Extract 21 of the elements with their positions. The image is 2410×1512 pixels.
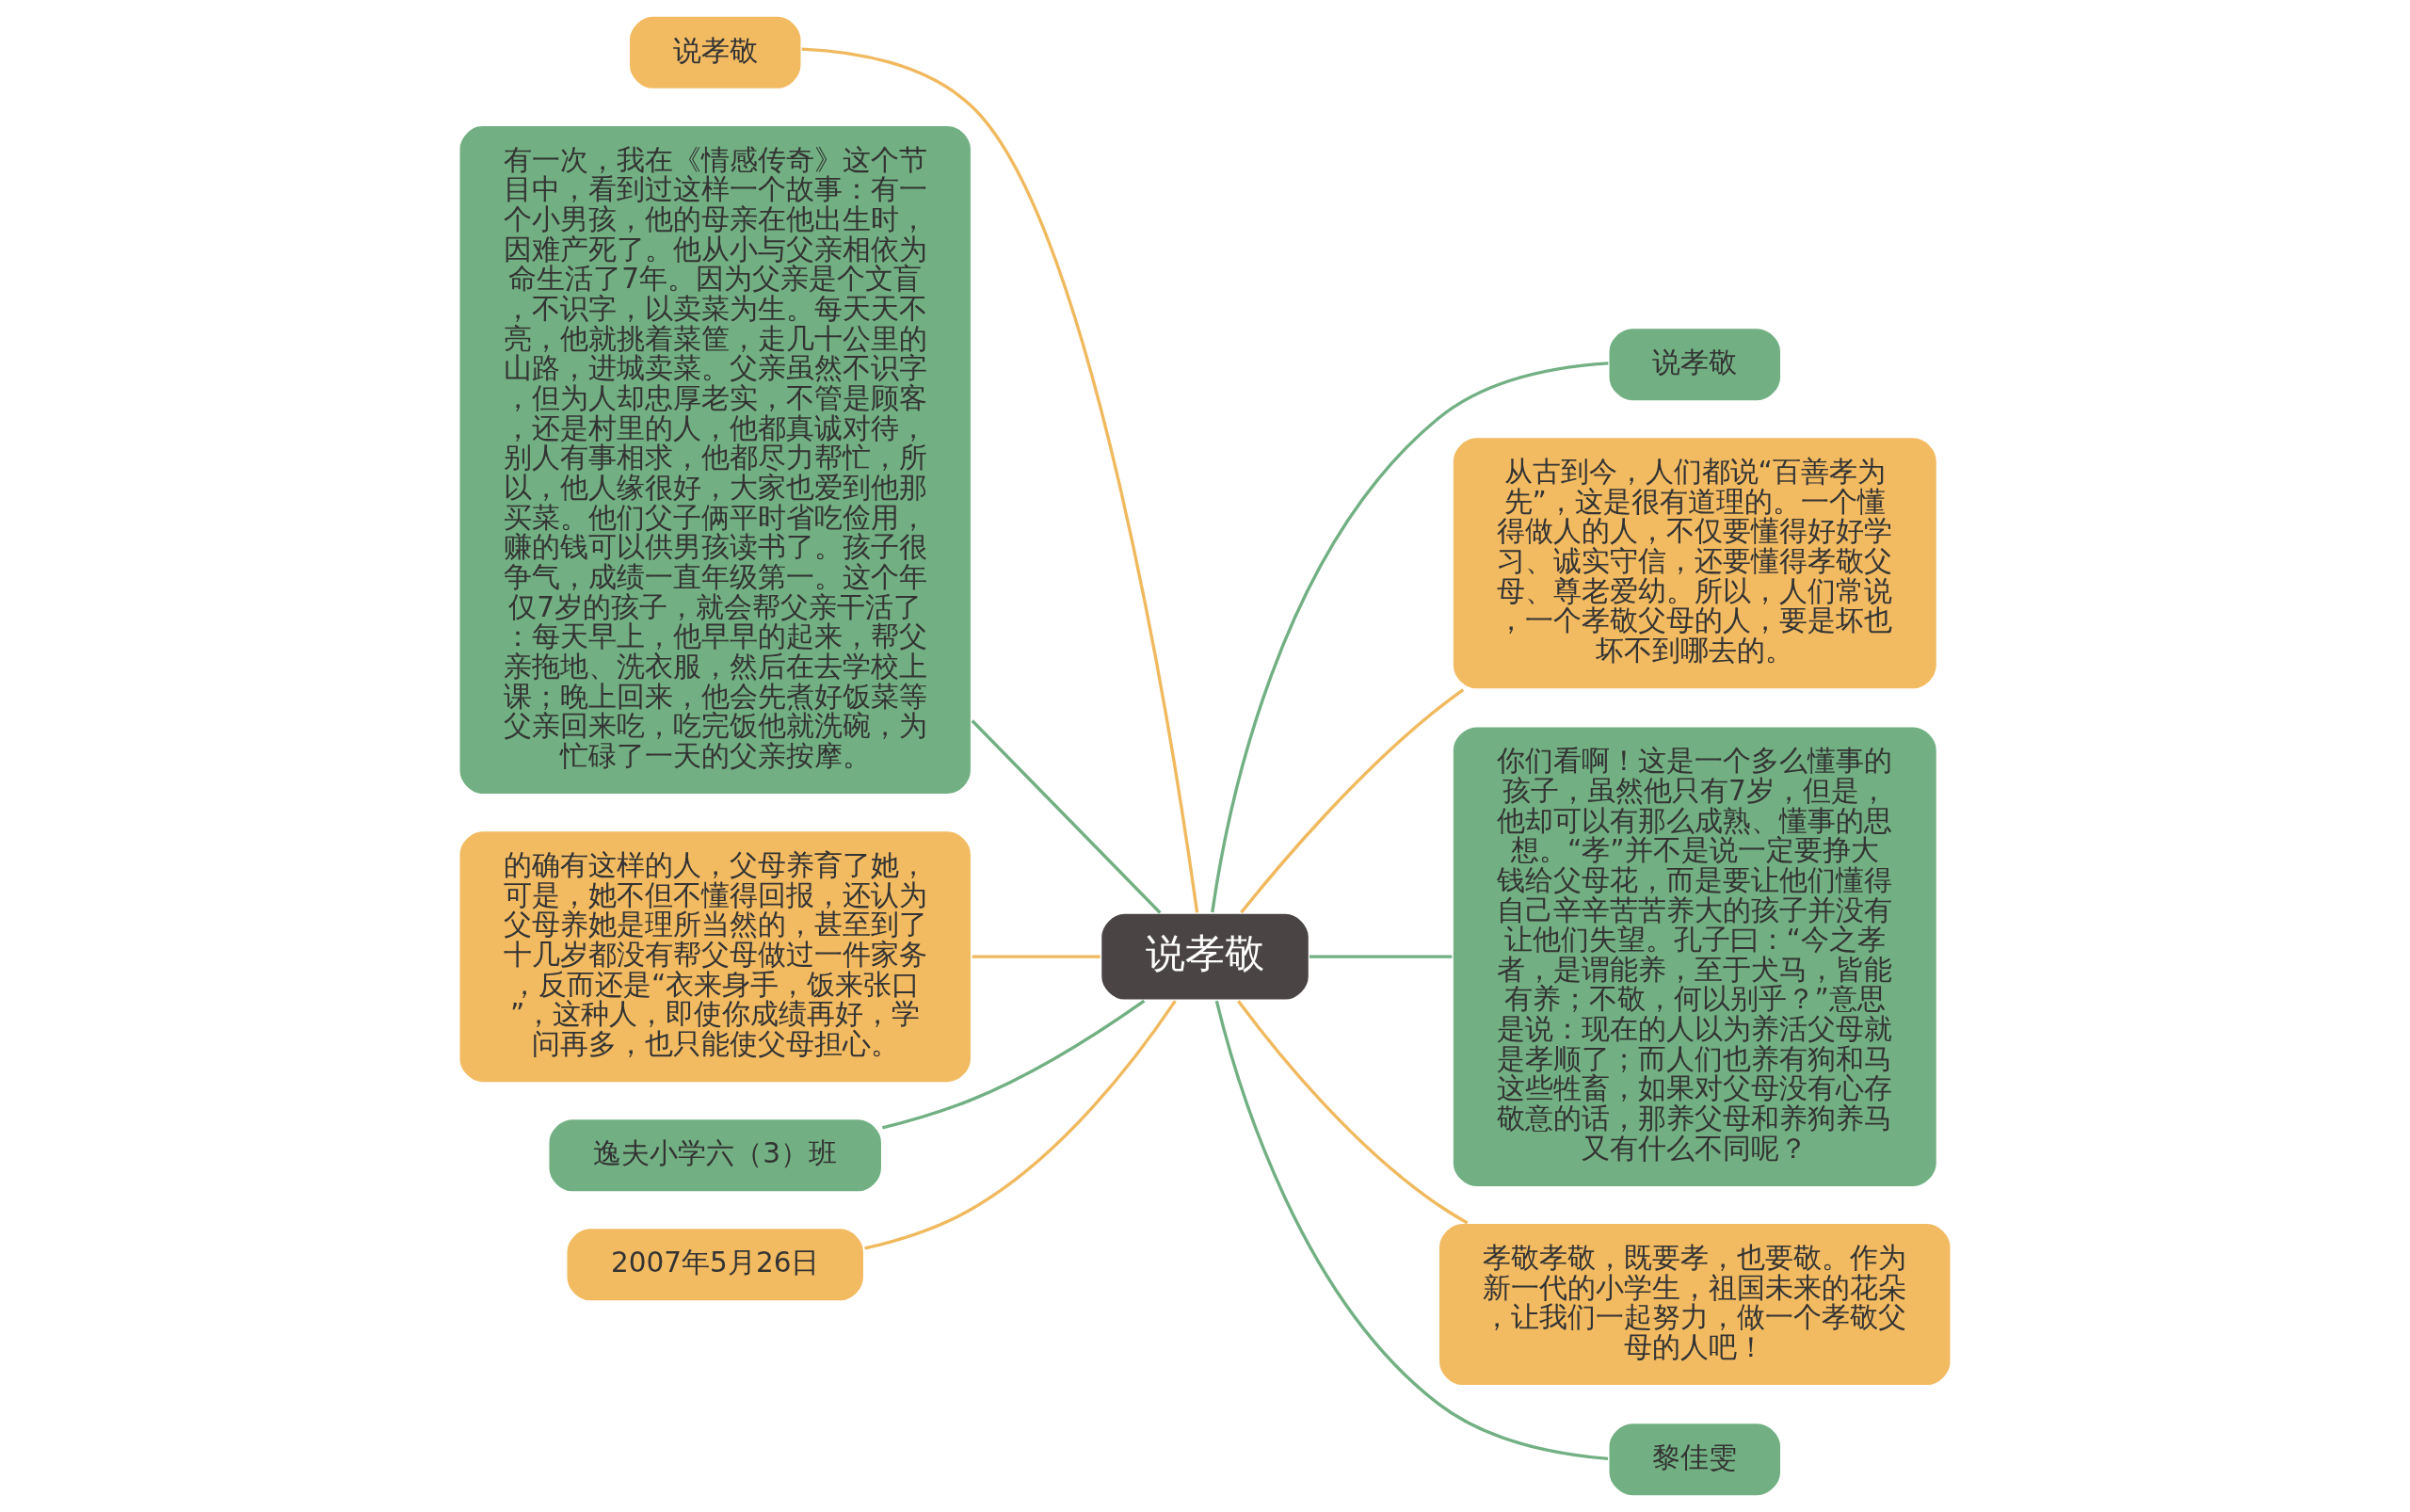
node-box: 的确有这样的人，父母养育了她，可是，她不但不懂得回报，还认为父母养她是理所当然的，甚至到了十几岁都没有帮父母做过一件家务，反而还是“衣来身手，饭来张口”，这种人，即使你成绩再好，学问再多，也只能使父母担心。 — [458, 829, 973, 1085]
connector — [971, 719, 1162, 914]
node-box: 黎佳雯 — [1607, 1422, 1783, 1498]
connector — [801, 47, 1199, 913]
node-box: 说孝敬 — [1100, 911, 1310, 1002]
connector — [1211, 362, 1609, 913]
connector — [972, 955, 1101, 958]
node-box: 逸夫小学六（3）班 — [547, 1118, 884, 1194]
connector — [1237, 1000, 1469, 1225]
node-box: 孝敬孝敬，既要孝，也要敬。作为新一代的小学生，祖国未来的花朵，让我们一起努力，做一个孝敬父母的人吧！ — [1437, 1221, 1952, 1388]
node-box: 有一次，我在《情感传奇》这个节目中，看到过这样一个故事：有一个小男孩，他的母亲在他出生时，因难产死了。他从小与父亲相依为命生活了7年。因为父亲是个文盲，不识字，以卖菜为生。每天天不亮，他就挑着菜筐，走几十公里的山路，进城卖菜。父亲虽然不识字，但为人却忠厚老实，不管是顾客，还是村里的人，他都真诚对待，别人有事相求，他都尽力帮忙，所以，他人缘很好，大家也爱到他那买菜。他们父子俩平时省吃俭用，赚的钱可以供男孩读书了。孩子很争气，成绩一直年级第一。这个年仅7岁的孩子，就会帮父亲干活了：每天早上，他早早的起来，帮父亲拖地、洗衣服，然后在去学校上课；晚上回来，他会先煮好饭菜等父亲回来吃，吃完饭他就洗碗，为忙碌了一天的父亲按摩。 — [458, 123, 973, 796]
connector — [1309, 955, 1453, 958]
node-box: 从古到今，人们都说“百善孝为先”，这是很有道理的。一个懂得做人的人，不仅要懂得好好学习、诚实守信，还要懂得孝敬父母、尊老爱幼。所以，人们常说，一个孝敬父母的人，要是坏也坏不到哪去的。 — [1451, 436, 1938, 691]
node-box: 说孝敬 — [1607, 327, 1783, 403]
connector — [882, 999, 1146, 1130]
connector — [1240, 688, 1465, 914]
connector — [864, 1000, 1177, 1250]
node-box: 你们看啊！这是一个多么懂事的孩子，虽然他只有7岁，但是，他却可以有那么成熟、懂事的思想。“孝”并不是说一定要挣大钱给父母花，而是要让他们懂得自己辛辛苦苦养大的孩子并没有让他们失望。孔子曰：“今之孝者，是谓能养，至于犬马，皆能有养；不敬，何以别乎？”意思是说：现在的人以为养活父母就是孝顺了；而人们也养有狗和马这些牲畜，如果对父母没有心存敬意的话，那养父母和养狗养马又有什么不同呢？ — [1451, 725, 1938, 1189]
node-box: 2007年5月26日 — [565, 1227, 866, 1303]
connector — [1214, 1000, 1609, 1461]
node-box: 说孝敬 — [627, 14, 803, 90]
